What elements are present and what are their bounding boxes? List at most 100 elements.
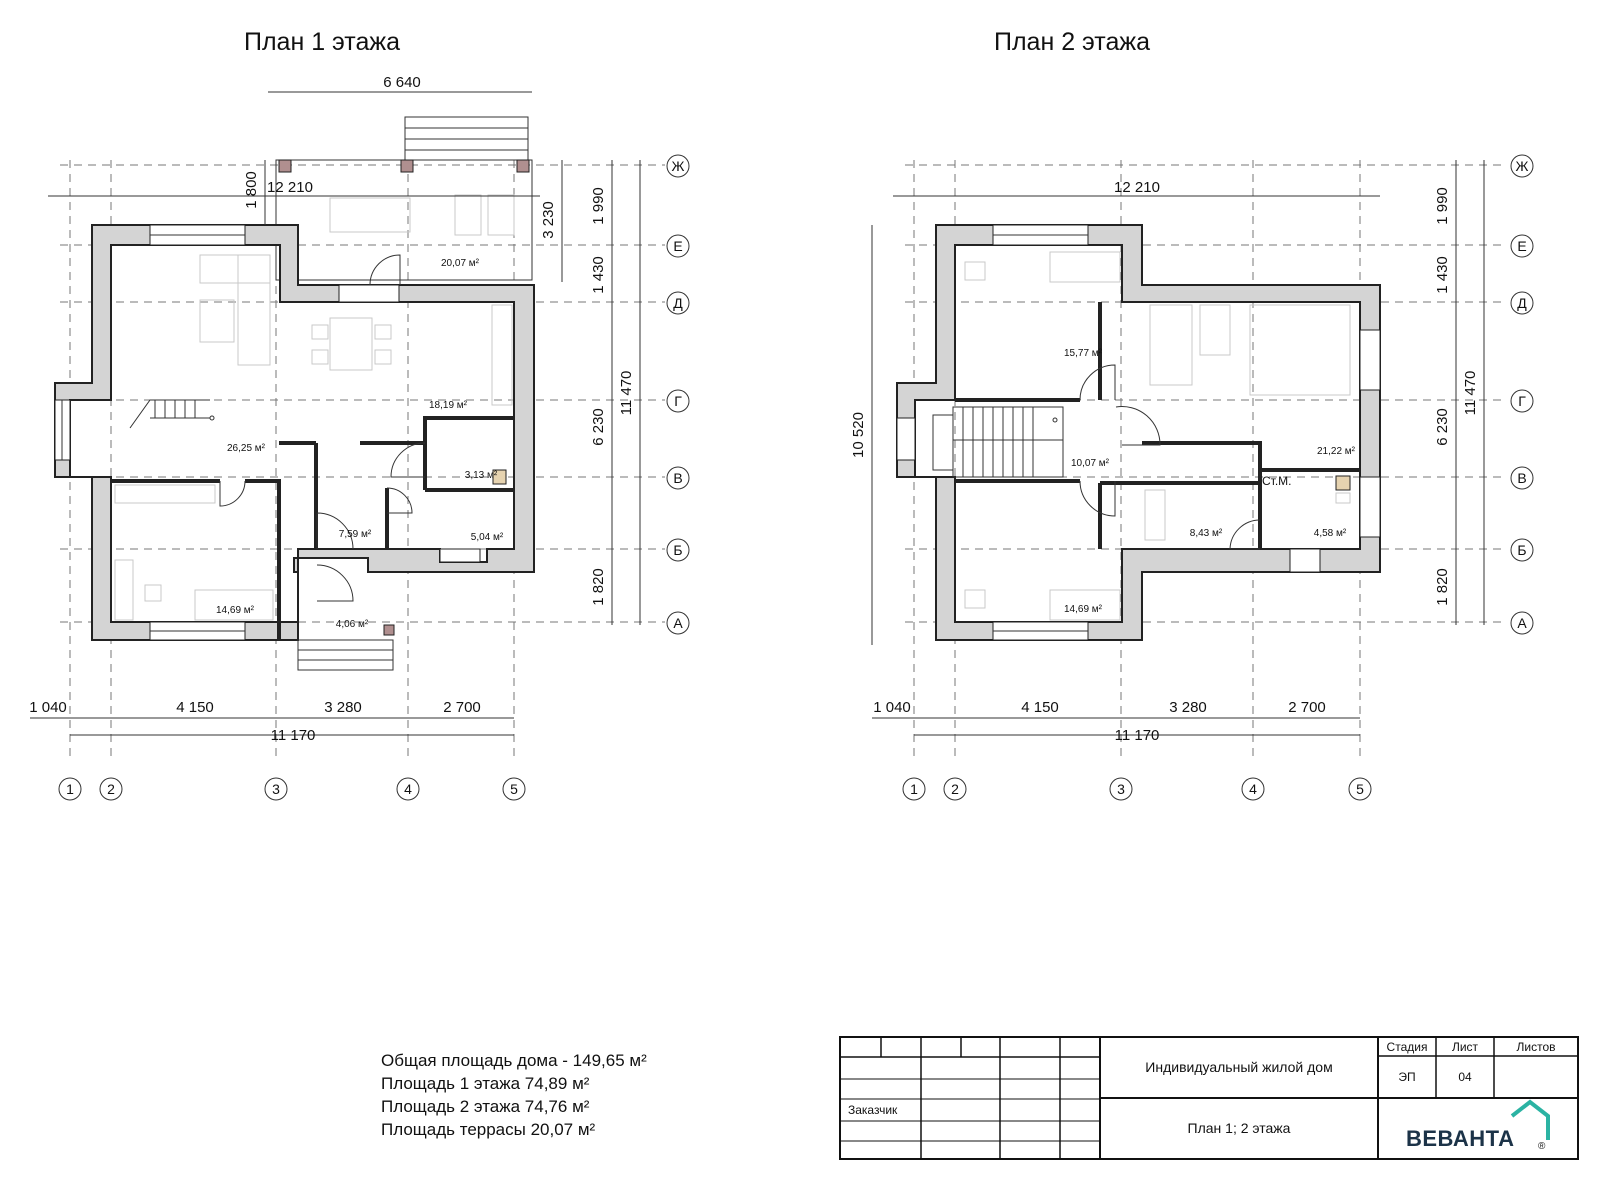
area-vestibule: 4,06 м² bbox=[336, 619, 369, 630]
dim-4150: 4 150 bbox=[176, 699, 214, 716]
axis2-col-2: 2 bbox=[951, 781, 959, 797]
plan-2-boiler-icon bbox=[1335, 475, 1351, 491]
plan-1-boiler-icon bbox=[492, 469, 507, 485]
axis2-row-b: Б bbox=[1517, 542, 1526, 558]
floor-plan-1: План 1 этажа bbox=[29, 28, 690, 801]
plan-2-grid bbox=[905, 160, 1505, 760]
axis-row-a: А bbox=[673, 615, 683, 631]
stamp-stage-value: ЭП bbox=[1398, 1070, 1415, 1084]
dim2-11170: 11 170 bbox=[1115, 727, 1160, 744]
area-bath: 3,13 м² bbox=[465, 470, 498, 481]
area-living: 26,25 м² bbox=[227, 443, 266, 454]
axis-col-3: 3 bbox=[272, 781, 280, 797]
title-block: Заказчик Индивидуальный жилой дом План 1… bbox=[839, 1036, 1579, 1160]
logo-registered-mark: ® bbox=[1538, 1141, 1546, 1152]
summary-floor1: Площадь 1 этажа 74,89 м² bbox=[381, 1074, 590, 1093]
plan-1-furniture bbox=[114, 254, 513, 621]
area-corridor: 10,07 м² bbox=[1071, 458, 1110, 469]
axis2-col-5: 5 bbox=[1356, 781, 1364, 797]
logo-text: ВЕВАНТА bbox=[1406, 1126, 1515, 1151]
axis-col-2: 2 bbox=[107, 781, 115, 797]
plan-2-doors bbox=[1079, 364, 1261, 550]
axis2-row-v: В bbox=[1517, 470, 1526, 486]
dim2-1820: 1 820 bbox=[1434, 568, 1451, 606]
dim-3230: 3 230 bbox=[540, 201, 557, 239]
area-hall: 7,59 м² bbox=[339, 529, 372, 540]
axis2-row-g: Г bbox=[1518, 393, 1526, 409]
area-summary: Общая площадь дома - 149,65 м² Площадь 1… bbox=[381, 1051, 647, 1139]
axis2-row-e: Е bbox=[1517, 238, 1526, 254]
plan-2-axis-bubbles: 1 2 3 4 5 Ж Е Д Г В Б А bbox=[902, 154, 1534, 801]
dim2-1040: 1 040 bbox=[873, 699, 911, 716]
stamp-sheets-header: Листов bbox=[1517, 1040, 1556, 1054]
area-bedroom-nw: 15,77 м² bbox=[1064, 348, 1103, 359]
stamp-sheet-name: План 1; 2 этажа bbox=[1188, 1120, 1291, 1136]
dim-11470: 11 470 bbox=[618, 371, 635, 416]
axis-col-4: 4 bbox=[404, 781, 412, 797]
dim-1990: 1 990 bbox=[590, 187, 607, 225]
stamp-stage-header: Стадия bbox=[1387, 1040, 1428, 1054]
dim-11170: 11 170 bbox=[271, 727, 316, 744]
dim2-6230: 6 230 bbox=[1434, 408, 1451, 446]
area-bedroom: 14,69 м² bbox=[216, 605, 255, 616]
plan-2-windows bbox=[896, 224, 1381, 641]
axis-row-d: Д bbox=[673, 295, 683, 311]
area-kitchen: 18,19 м² bbox=[429, 400, 468, 411]
plan-2-furniture bbox=[964, 251, 1351, 621]
dim2-4150: 4 150 bbox=[1021, 699, 1059, 716]
dim-12210: 12 210 bbox=[267, 179, 313, 196]
dim2-1430: 1 430 bbox=[1434, 256, 1451, 294]
dim-6230: 6 230 bbox=[590, 408, 607, 446]
area-bath-2: 8,43 м² bbox=[1190, 528, 1223, 539]
axis2-col-4: 4 bbox=[1249, 781, 1257, 797]
stamp-sheet-value: 04 bbox=[1458, 1070, 1472, 1084]
area-terrace: 20,07 м² bbox=[441, 258, 480, 269]
dim2-2700: 2 700 bbox=[1288, 699, 1326, 716]
area-bedroom-e: 21,22 м² bbox=[1317, 446, 1356, 457]
plan-1-windows bbox=[54, 224, 481, 641]
area-laundry: 4,58 м² bbox=[1314, 528, 1347, 539]
axis2-col-1: 1 bbox=[910, 781, 918, 797]
axis-row-g: Г bbox=[674, 393, 682, 409]
dim-1430: 1 430 bbox=[590, 256, 607, 294]
axis-col-1: 1 bbox=[66, 781, 74, 797]
dim2-1990: 1 990 bbox=[1434, 187, 1451, 225]
plan-1-dimensions: 6 640 12 210 1 800 3 230 1 990 1 430 6 2… bbox=[29, 74, 641, 744]
dim-6640: 6 640 bbox=[383, 74, 421, 91]
axis-col-5: 5 bbox=[510, 781, 518, 797]
dim-2700: 2 700 bbox=[443, 699, 481, 716]
stamp-sheet-header: Лист bbox=[1452, 1040, 1479, 1054]
plan-1-outer-walls bbox=[54, 224, 535, 641]
dim2-12210: 12 210 bbox=[1114, 179, 1160, 196]
axis-row-e: Е bbox=[673, 238, 682, 254]
summary-terrace: Площадь террасы 20,07 м² bbox=[381, 1120, 596, 1139]
plan-1-axis-bubbles: 1 2 3 4 5 Ж Е Д Г В Б А bbox=[58, 154, 690, 801]
plan-1-entrance-steps bbox=[297, 624, 395, 671]
plan-2-outer-walls bbox=[896, 224, 1381, 641]
dim2-11470: 11 470 bbox=[1462, 371, 1479, 416]
stamp-customer-label: Заказчик bbox=[848, 1103, 898, 1117]
plan-2-room-areas: 15,77 м² 21,22 м² 10,07 м² Ст.М. 8,43 м²… bbox=[1064, 348, 1356, 615]
plan-1-room-areas: 20,07 м² 18,19 м² 26,25 м² 3,13 м² 7,59 … bbox=[216, 258, 504, 630]
plan-1-staircase bbox=[129, 399, 215, 429]
axis2-row-zh: Ж bbox=[1516, 158, 1529, 174]
dim2-10520: 10 520 bbox=[850, 412, 867, 458]
dim-1800: 1 800 bbox=[243, 171, 260, 209]
area-boiler: 5,04 м² bbox=[471, 532, 504, 543]
summary-total: Общая площадь дома - 149,65 м² bbox=[381, 1051, 647, 1070]
stamp-project-name: Индивидуальный жилой дом bbox=[1145, 1059, 1332, 1075]
logo-house-icon bbox=[1510, 1099, 1550, 1140]
dim-1040: 1 040 bbox=[29, 699, 67, 716]
floor-plan-2: План 2 этажа bbox=[850, 28, 1534, 801]
plan-1-interior-walls bbox=[111, 416, 514, 640]
plan-2-dimensions: 12 210 10 520 1 990 1 430 6 230 11 470 1… bbox=[850, 160, 1485, 744]
vevanta-logo: ВЕВАНТА ® bbox=[1406, 1099, 1550, 1152]
axis2-row-d: Д bbox=[1517, 295, 1527, 311]
plan-1-doors bbox=[219, 254, 426, 602]
dim-3280: 3 280 bbox=[324, 699, 362, 716]
dim-1820: 1 820 bbox=[590, 568, 607, 606]
plan-1-title: План 1 этажа bbox=[244, 28, 400, 56]
plan-1-terrace bbox=[275, 116, 533, 281]
axis-row-zh: Ж bbox=[672, 158, 685, 174]
